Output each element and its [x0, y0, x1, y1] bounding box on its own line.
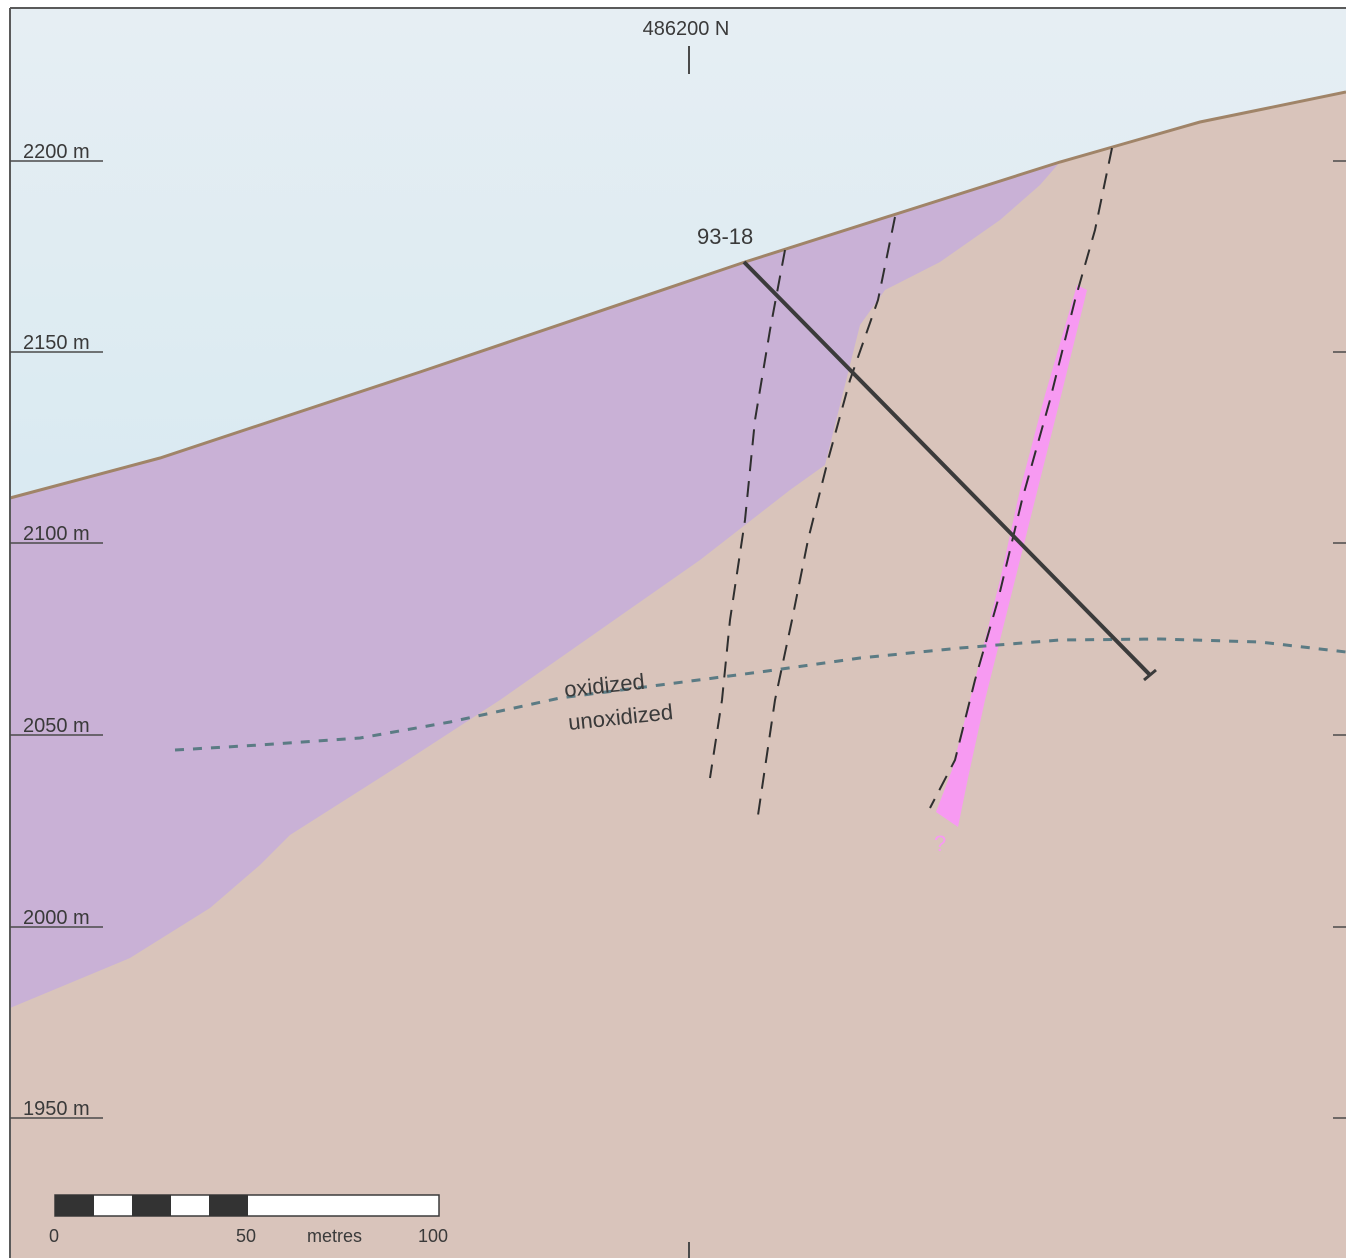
oxidation-front	[174, 637, 1346, 752]
northing-label: 486200 N	[643, 18, 730, 40]
elevation-label: 2000 m	[23, 907, 90, 929]
scale-bar-unit: metres	[307, 1226, 362, 1246]
drillhole-trace	[742, 260, 1152, 677]
fault-line	[756, 216, 896, 823]
elevation-label: 2150 m	[23, 332, 90, 354]
drillhole-end-tick	[1143, 668, 1157, 682]
scale-bar-label: 100	[418, 1226, 448, 1246]
elevation-ticks-right	[1333, 160, 1346, 1119]
scale-bar-label: 0	[49, 1226, 59, 1246]
vein-body	[936, 285, 1087, 827]
fault-line	[929, 147, 1113, 809]
vein-query-label: ?	[934, 831, 946, 856]
elevation-label: 2100 m	[23, 523, 90, 545]
scale-bar: 0 50 metres 100	[49, 1194, 448, 1246]
scale-bar-label: 50	[236, 1226, 256, 1246]
drillhole-label: 93-18	[697, 224, 753, 249]
fault-line	[709, 249, 786, 779]
oxidized-zone	[10, 162, 1060, 1008]
scale-bar-segment	[209, 1195, 248, 1216]
elevation-label: 2050 m	[23, 715, 90, 737]
scale-bar-segment	[55, 1195, 94, 1216]
bedrock-unit	[10, 92, 1346, 1258]
scale-bar-segment	[132, 1195, 171, 1216]
elevation-label: 1950 m	[23, 1098, 90, 1120]
elevation-label: 2200 m	[23, 141, 90, 163]
elevation-axis-left: 2200 m 2150 m 2100 m 2050 m 2000 m 1950 …	[10, 141, 103, 1120]
